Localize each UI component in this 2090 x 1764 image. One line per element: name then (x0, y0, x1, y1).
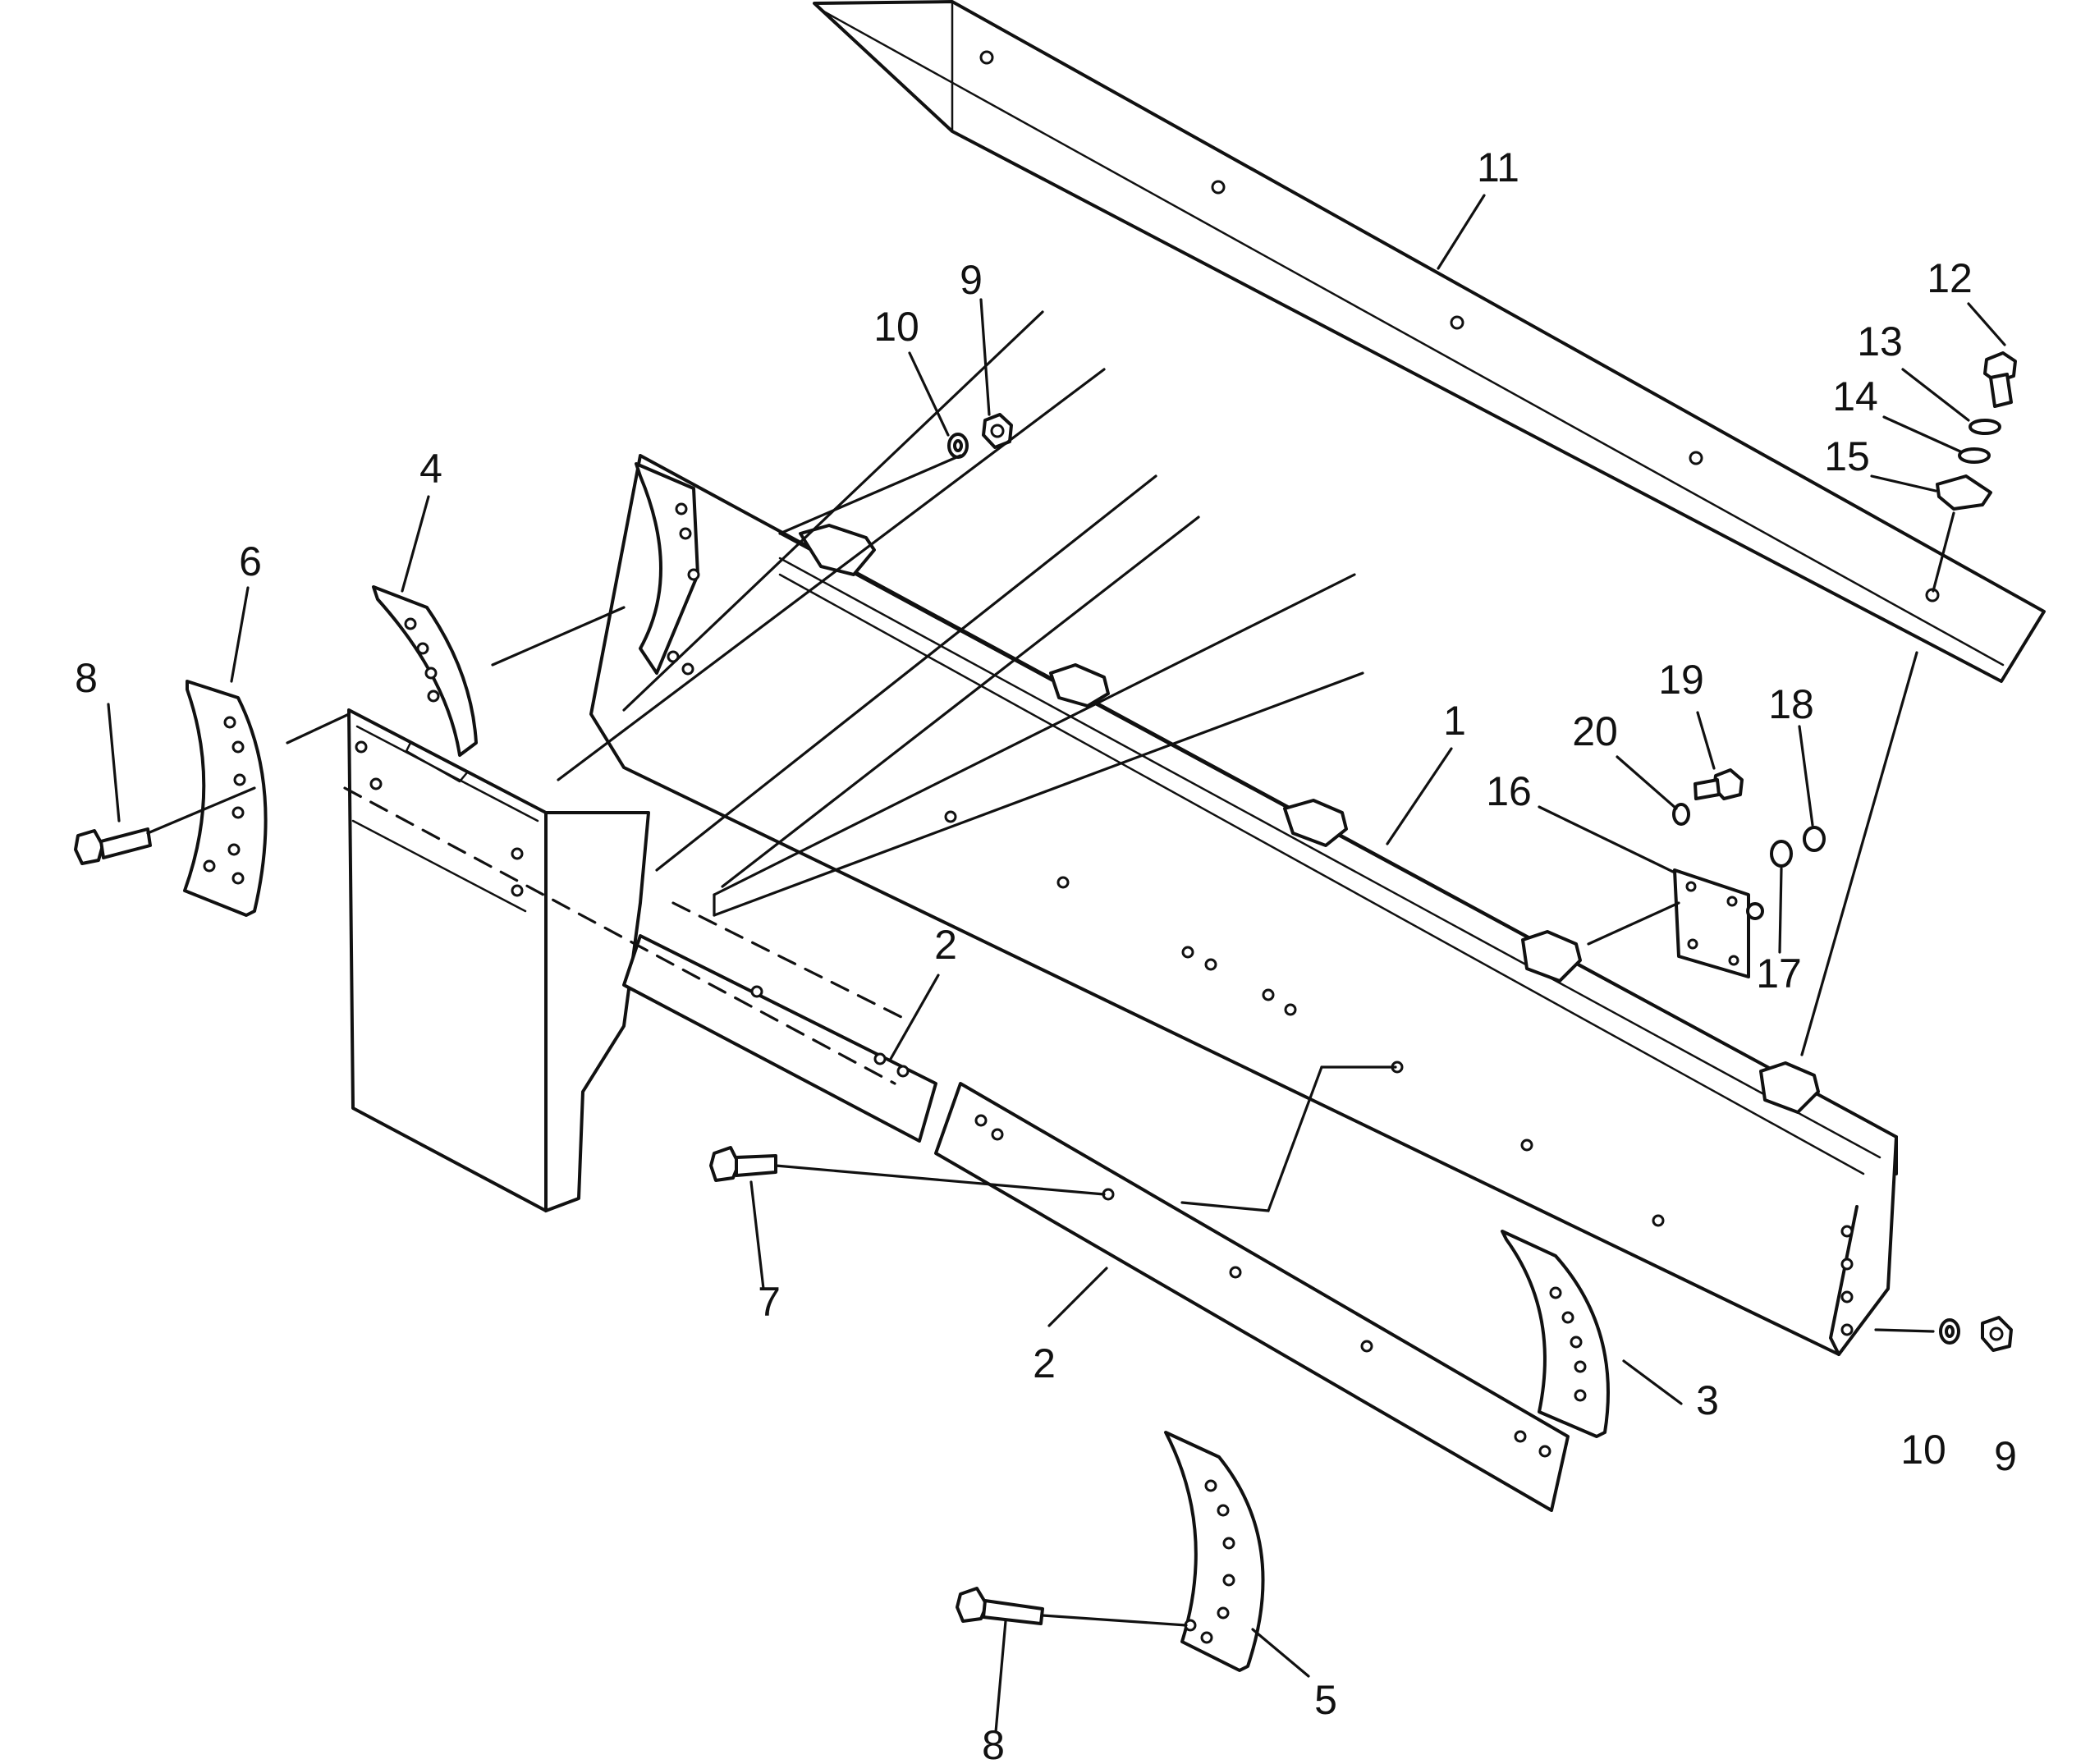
callout-6: 6 (239, 538, 262, 584)
assembly-lines (146, 310, 1955, 1627)
callout-11: 11 (1477, 144, 1519, 190)
callout-18: 18 (1768, 681, 1814, 727)
callout-12: 12 (1927, 255, 1973, 301)
callout-3: 3 (1696, 1377, 1719, 1423)
callout-10-lower: 10 (1900, 1427, 1946, 1473)
callout-9-upper: 9 (960, 257, 983, 303)
callout-14: 14 (1832, 373, 1878, 419)
callout-8-bottom: 8 (982, 1722, 1005, 1764)
callout-19: 19 (1658, 657, 1704, 703)
callout-2-upper: 2 (934, 922, 957, 968)
part-11-top-edge (813, 0, 2046, 683)
callout-8-left: 8 (75, 655, 98, 701)
part-5-end-bit (1164, 1431, 1265, 1672)
callout-7: 7 (758, 1279, 781, 1325)
callout-13: 13 (1857, 318, 1903, 364)
callout-15: 15 (1824, 433, 1870, 479)
callout-10-upper: 10 (873, 304, 919, 350)
callouts: 11 12 13 14 15 9 10 4 6 8 1 19 20 18 16 … (75, 144, 2017, 1764)
left-side-plate (347, 708, 650, 1212)
callout-leaders (107, 194, 2006, 1734)
fasteners (74, 351, 2017, 1625)
callout-1: 1 (1443, 698, 1466, 744)
callout-17: 17 (1756, 951, 1802, 997)
part-2-cutting-edge-upper (622, 934, 937, 1143)
part-16-plate (1673, 868, 1750, 978)
part-6-end-bit (183, 680, 268, 917)
part-1-moldboard (589, 454, 1898, 1356)
part-4-end-bit (372, 585, 478, 757)
callout-9-lower: 9 (1994, 1433, 2017, 1479)
part-4-end-bit-rear (635, 462, 700, 676)
part-3-end-bit (1501, 1230, 1610, 1438)
part-2-cutting-edge-lower (934, 1082, 1570, 1512)
callout-16: 16 (1486, 768, 1532, 814)
callout-2-lower: 2 (1033, 1340, 1056, 1386)
callout-20: 20 (1572, 708, 1618, 754)
callout-4: 4 (419, 446, 442, 492)
callout-5: 5 (1314, 1677, 1337, 1723)
